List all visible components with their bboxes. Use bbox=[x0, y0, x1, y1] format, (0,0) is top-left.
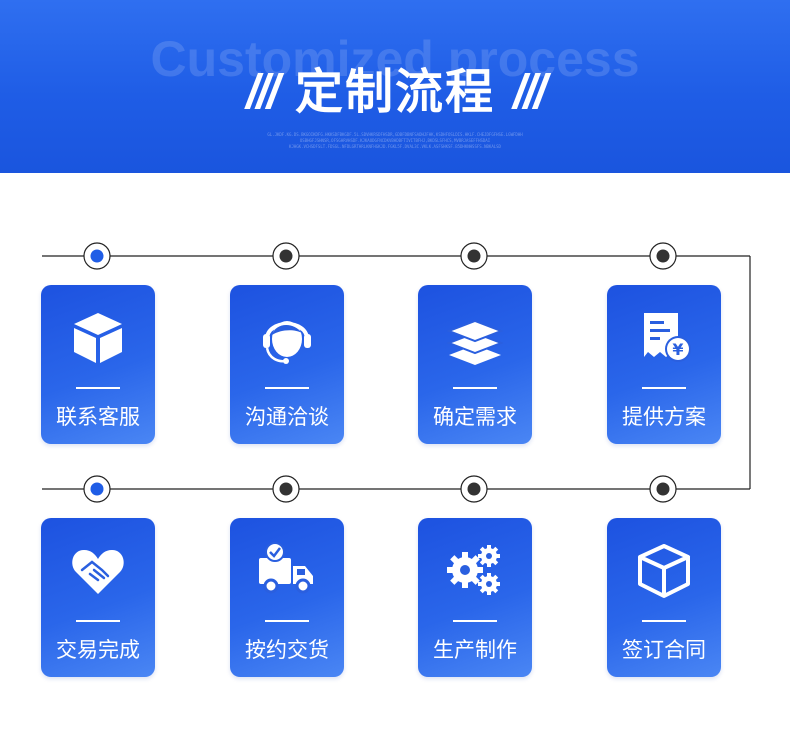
handshake-heart-icon bbox=[72, 550, 124, 594]
divider bbox=[642, 620, 686, 622]
invoice-yen-icon: ¥ bbox=[644, 313, 691, 362]
divider bbox=[265, 387, 309, 389]
gears-icon bbox=[447, 545, 500, 595]
layers-icon bbox=[446, 319, 504, 365]
fine-print-line: KJHGK.VCHSDFSLT.FDSGL.NFDLGRTHRLKNFHGKJD… bbox=[289, 144, 501, 149]
step-label: 签订合同 bbox=[622, 638, 706, 662]
step-label: 交易完成 bbox=[56, 638, 140, 662]
delivery-truck-icon bbox=[259, 542, 313, 594]
step-label: 按约交货 bbox=[245, 638, 329, 662]
step-card-delivery: 按约交货 bbox=[230, 518, 344, 677]
fine-print-line: OSBHGFJSHNSR,OFSGHRVHSDF.KJKAODGFNCDKVBH… bbox=[299, 138, 491, 143]
step-card-requirements: 确定需求 bbox=[418, 285, 532, 444]
divider bbox=[453, 387, 497, 389]
decor-slashes-left: /// bbox=[245, 66, 280, 119]
divider bbox=[453, 620, 497, 622]
banner-fine-print: GL.JKDF.KG.DS.BKGOIKDFG.HKKSDFBKGDF.5L.S… bbox=[235, 132, 555, 150]
page-title-row: /// 定制流程 /// bbox=[0, 52, 790, 122]
fine-print-line: GL.JKDF.KG.DS.BKGOIKDFG.HKKSDFBKGDF.5L.S… bbox=[267, 132, 523, 137]
headset-agent-icon bbox=[263, 321, 311, 364]
step-label: 沟通洽谈 bbox=[245, 405, 329, 429]
step-label: 确定需求 bbox=[433, 405, 517, 429]
step-label: 提供方案 bbox=[622, 405, 706, 429]
timeline-node-dot bbox=[656, 249, 670, 263]
divider bbox=[76, 620, 120, 622]
timeline-node-dot bbox=[467, 482, 481, 496]
timeline-node-dot bbox=[279, 482, 293, 496]
step-label: 生产制作 bbox=[433, 638, 517, 662]
box-icon bbox=[74, 313, 122, 363]
timeline-node-dot bbox=[467, 249, 481, 263]
divider bbox=[642, 387, 686, 389]
step-card-deal-done: 交易完成 bbox=[41, 518, 155, 677]
timeline-node-dot bbox=[656, 482, 670, 496]
divider bbox=[76, 387, 120, 389]
svg-text:¥: ¥ bbox=[672, 340, 683, 359]
decor-slashes-right: /// bbox=[513, 66, 547, 119]
timeline-node-dot bbox=[90, 482, 104, 496]
step-card-production: 生产制作 bbox=[418, 518, 532, 677]
banner-background-text: Customized process bbox=[150, 31, 640, 87]
timeline-node-dot bbox=[279, 249, 293, 263]
step-label: 联系客服 bbox=[56, 405, 140, 429]
step-card-negotiate: 沟通洽谈 bbox=[230, 285, 344, 444]
step-card-contract: 签订合同 bbox=[607, 518, 721, 677]
divider bbox=[265, 620, 309, 622]
package-icon bbox=[638, 544, 690, 598]
step-card-contact: 联系客服 bbox=[41, 285, 155, 444]
step-card-proposal: ¥ 提供方案 bbox=[607, 285, 721, 444]
page-title: 定制流程 bbox=[294, 64, 495, 120]
timeline-node-dot bbox=[90, 249, 104, 263]
header-banner: Customized process /// 定制流程 /// GL.JKDF.KG… bbox=[0, 0, 790, 173]
